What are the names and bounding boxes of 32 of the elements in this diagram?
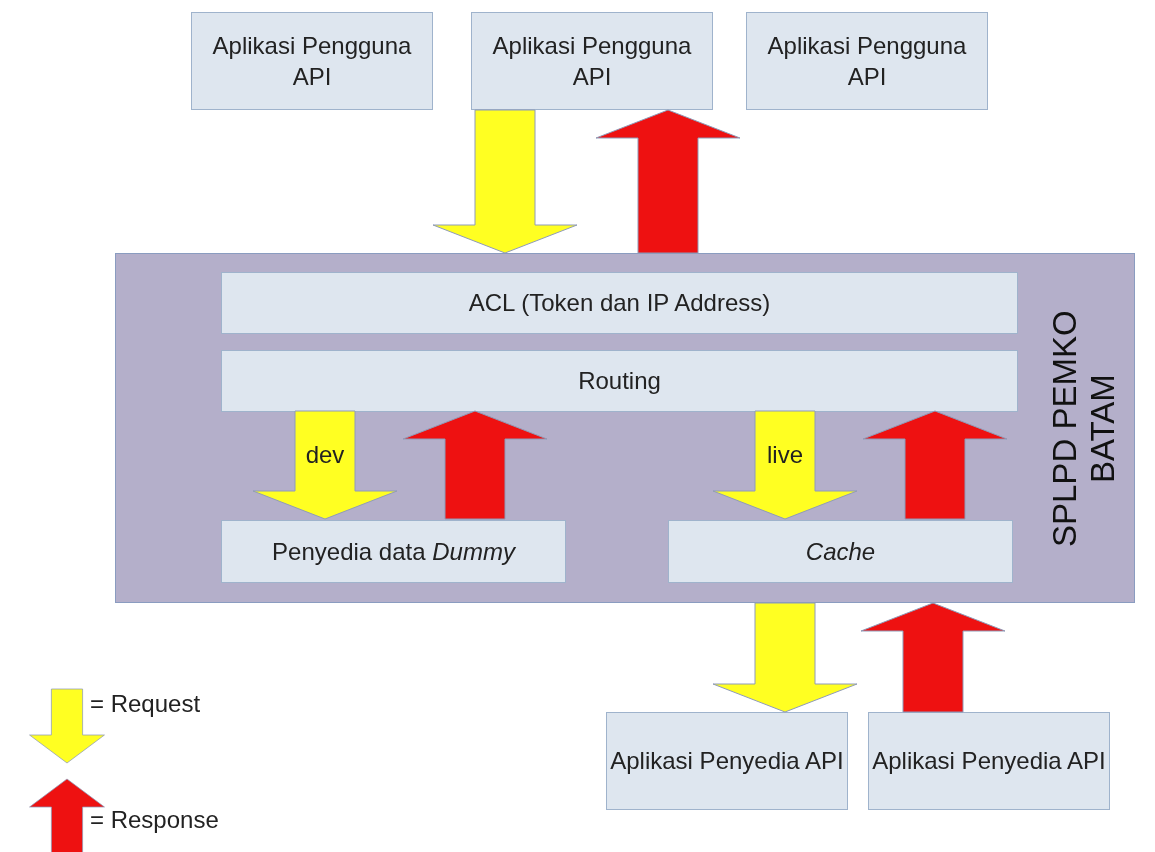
container-title: SPLPD PEMKO BATAM	[1046, 309, 1122, 550]
process-box	[746, 12, 988, 110]
edge-label: dev	[305, 441, 345, 469]
legend-text: = Response	[90, 806, 219, 834]
block-arrow	[432, 109, 578, 254]
box-label: Aplikasi Pengguna API	[211, 30, 413, 92]
box-label: Aplikasi Pengguna API	[491, 30, 693, 92]
block-arrow	[712, 602, 858, 713]
block-arrow	[252, 410, 398, 520]
block-arrow	[402, 410, 548, 520]
process-box	[191, 12, 433, 110]
box-label: Penyedia data Dummy	[272, 536, 515, 567]
box-label: ACL (Token dan IP Address)	[468, 288, 771, 319]
system-container	[115, 253, 1135, 603]
box-label: Aplikasi Pengguna API	[766, 30, 968, 92]
box-label: Aplikasi Penyedia API	[872, 746, 1106, 777]
process-box	[668, 520, 1013, 583]
box-label: Cache	[805, 536, 876, 567]
layer-box	[221, 350, 1018, 412]
edge-label: live	[767, 441, 803, 469]
process-box	[471, 12, 713, 110]
box-label: Routing	[578, 366, 661, 397]
box-label: Aplikasi Penyedia API	[610, 746, 844, 777]
block-arrow	[862, 410, 1008, 520]
block-arrow	[712, 410, 858, 520]
block-arrow	[595, 109, 741, 254]
process-box	[606, 712, 848, 810]
process-box	[221, 520, 566, 583]
process-box	[868, 712, 1110, 810]
layer-box	[221, 272, 1018, 334]
legend-text: = Request	[90, 690, 201, 718]
block-arrow	[860, 602, 1006, 713]
